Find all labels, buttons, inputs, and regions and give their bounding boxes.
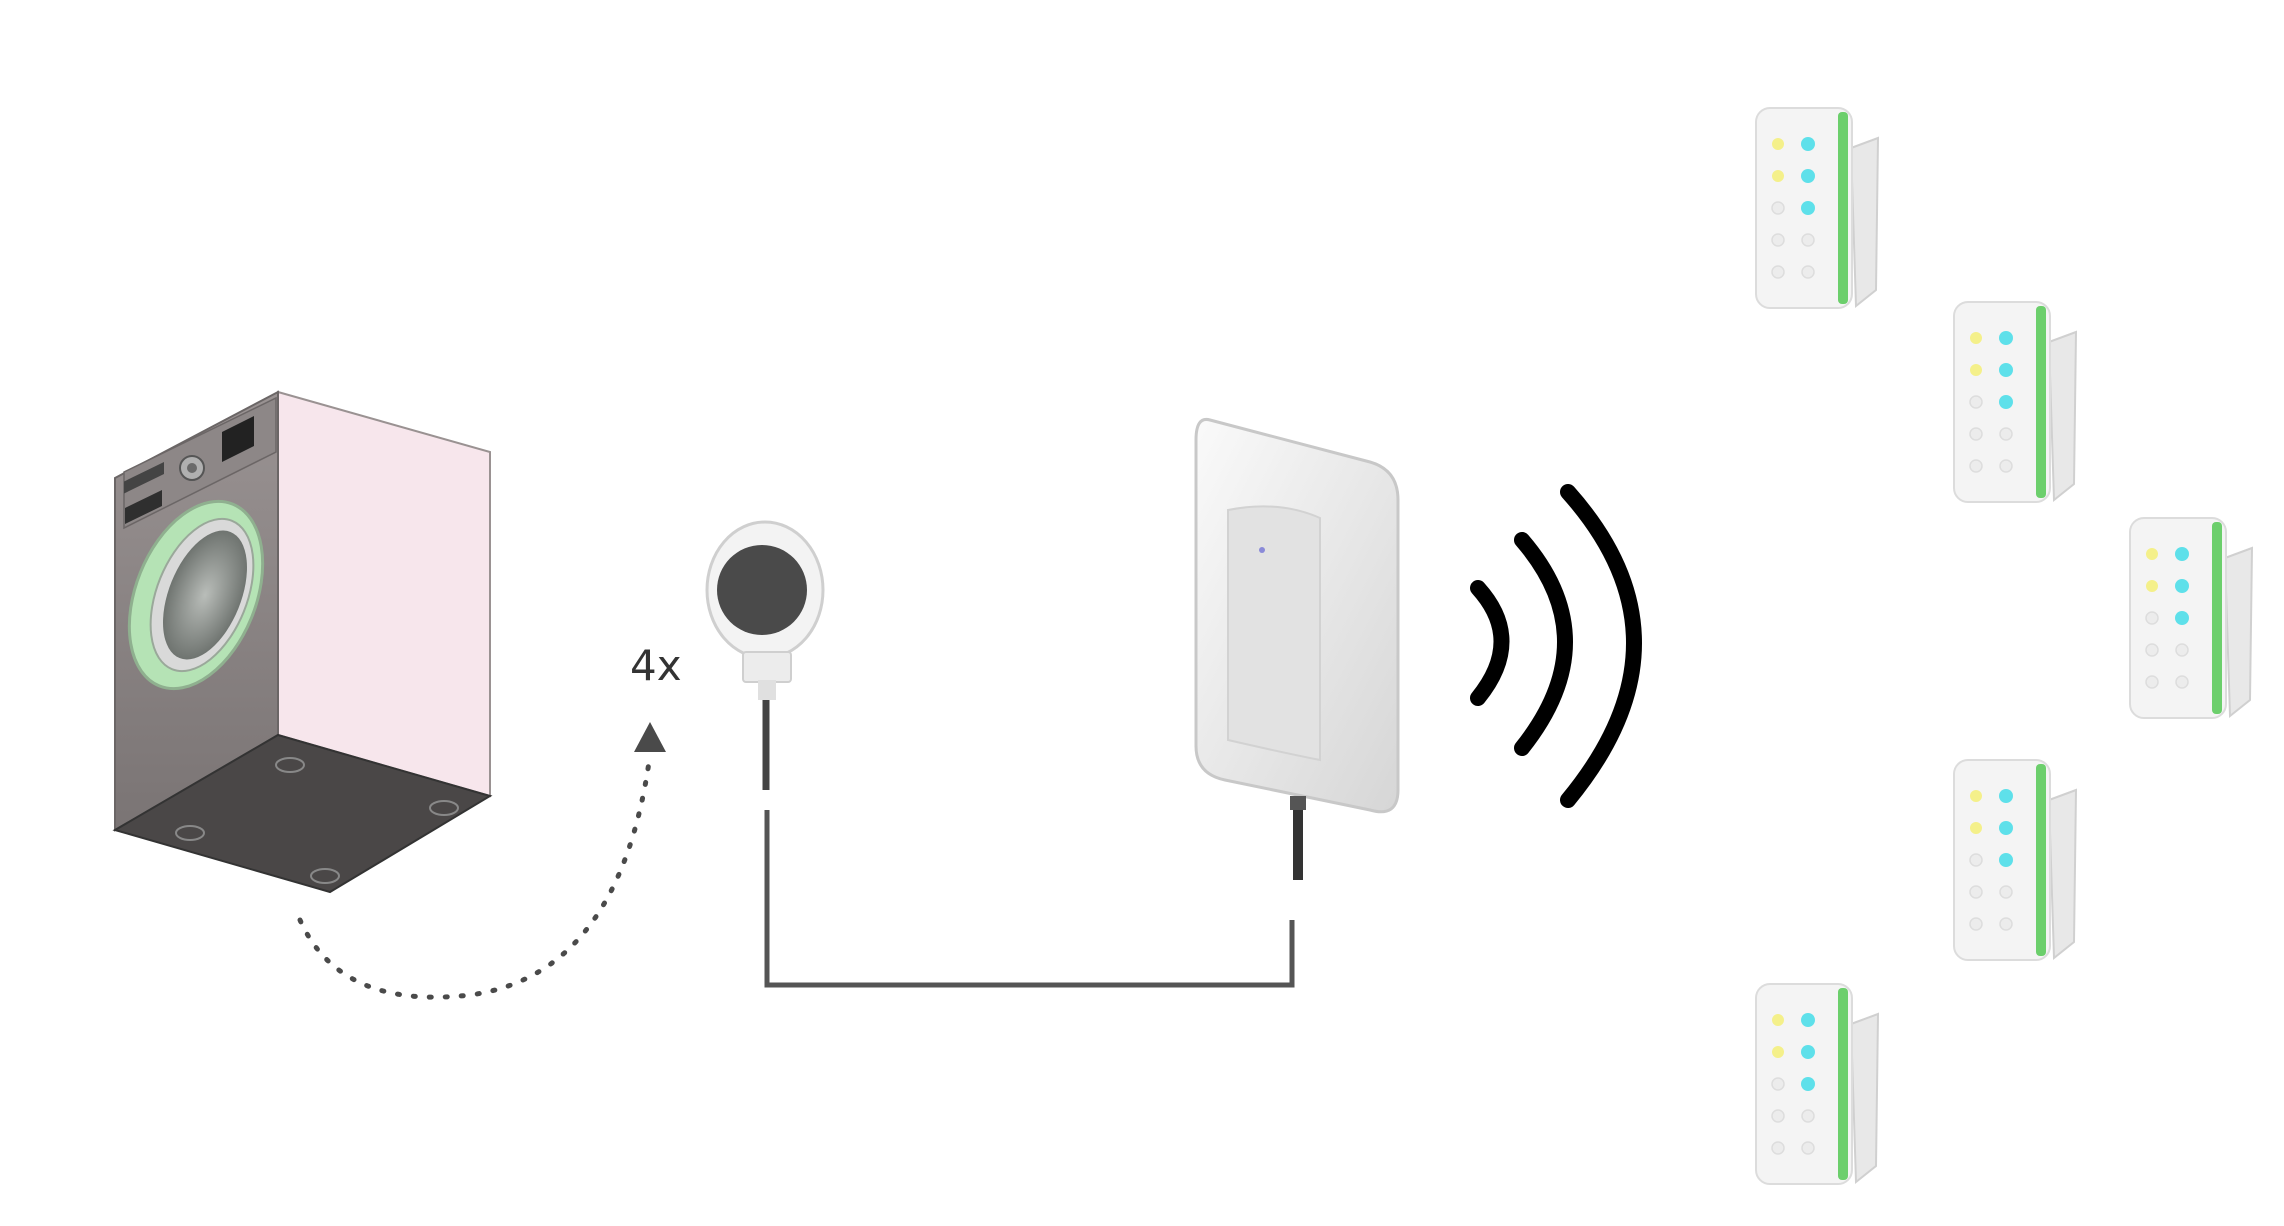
pager-receiver-icon	[1953, 759, 2077, 961]
cable-connection	[764, 810, 1295, 988]
pager-receiver-icon	[1755, 983, 1879, 1185]
vibration-sensor-icon	[705, 520, 825, 790]
pager-receiver-icon	[2129, 517, 2253, 719]
wifi-signal-icon	[1470, 484, 1642, 808]
pager-receiver-icon	[1755, 107, 1879, 309]
dotted-arrow-connector	[297, 722, 666, 1000]
pager-receiver-icon	[1953, 301, 2077, 503]
multiplier-label: 4x	[630, 641, 682, 690]
wireless-gateway-icon	[1194, 417, 1400, 880]
washing-machine-icon	[112, 390, 493, 894]
